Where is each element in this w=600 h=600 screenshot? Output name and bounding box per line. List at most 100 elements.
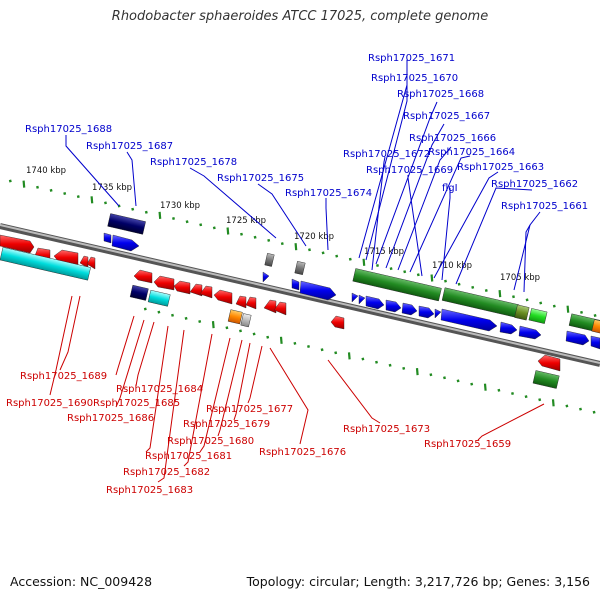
feature-rsph17025-1674[interactable] <box>291 278 300 291</box>
scale-tick <box>293 341 297 345</box>
gene-label-rsph17025-1684[interactable]: Rsph17025_1684 <box>116 384 203 395</box>
genome-backbone <box>0 223 600 367</box>
feature-rsph17025-1676[interactable] <box>263 299 277 314</box>
feature-rsph17025-1657[interactable] <box>565 330 590 346</box>
gene-label-rsph17025-1690[interactable]: Rsph17025_1690 <box>6 398 93 409</box>
gene-label-rsph17025-1689[interactable]: Rsph17025_1689 <box>20 371 107 382</box>
feature-rsph17025-1684b[interactable] <box>189 283 203 297</box>
feature-rsph17025-1674b[interactable] <box>299 280 337 301</box>
feature-rsph17025-1670[interactable] <box>358 294 366 305</box>
scale-tick <box>199 223 203 227</box>
feature-rsph17025-1672[interactable] <box>352 268 442 302</box>
scale-tick <box>416 273 420 277</box>
forward-features <box>103 213 600 350</box>
reverse-labels: Rsph17025_1689 Rsph17025_1684 Rsph17025_… <box>6 371 511 496</box>
kbp-label: 1735 kbp <box>92 183 132 193</box>
gene-label-rsph17025-1674[interactable]: Rsph17025_1674 <box>285 188 372 199</box>
feature-rsph17025-1688b[interactable] <box>111 234 140 252</box>
scale-tick <box>90 196 94 204</box>
feature-rsph17025-1680[interactable] <box>199 285 213 299</box>
scale-tick <box>511 392 514 395</box>
feature-rsph17025-1679[interactable] <box>213 289 233 305</box>
feature-flgi[interactable] <box>434 308 442 319</box>
feature-rsph17025-1681[interactable] <box>227 309 243 325</box>
feature-rsph17025-1656[interactable] <box>590 335 600 350</box>
feature-rsph17025-1663b[interactable] <box>499 321 518 335</box>
feature-rsph17025-1676b[interactable] <box>273 301 287 316</box>
gene-label-rsph17025-1670[interactable]: Rsph17025_1670 <box>371 73 458 84</box>
feature-rsph17025-1688[interactable] <box>103 232 112 244</box>
scale-tick <box>279 336 283 344</box>
gene-label-rsph17025-1683[interactable]: Rsph17025_1683 <box>106 485 193 496</box>
feature-rsph17025-1685[interactable] <box>153 275 175 291</box>
scale-tick <box>539 301 543 305</box>
gene-label-rsph17025-1663[interactable]: Rsph17025_1663 <box>457 162 544 173</box>
scale-tick <box>444 279 447 283</box>
feature-rsph17025-1678b[interactable] <box>262 271 270 283</box>
feature-rsph17025-1659[interactable] <box>537 354 561 372</box>
gene-label-rsph17025-1676[interactable]: Rsph17025_1676 <box>259 447 346 458</box>
feature-rsph17025-1677b[interactable] <box>245 296 257 310</box>
feature-rsph17025-1668[interactable] <box>385 299 402 313</box>
feature-rsph17025-1659b[interactable] <box>532 370 560 389</box>
gene-label-rsph17025-1673[interactable]: Rsph17025_1673 <box>343 424 430 435</box>
scale-tick <box>225 326 229 330</box>
gene-label-rsph17025-1679[interactable]: Rsph17025_1679 <box>183 419 270 430</box>
scale-tick <box>334 351 338 355</box>
gene-label-rsph17025-1686[interactable]: Rsph17025_1686 <box>67 413 154 424</box>
gene-label-rsph17025-1667[interactable]: Rsph17025_1667 <box>403 111 490 122</box>
gene-label-rsph17025-1677[interactable]: Rsph17025_1677 <box>206 404 293 415</box>
gene-label-rsph17025-1669[interactable]: Rsph17025_1669 <box>366 165 453 176</box>
feature-rsph17025-1661b[interactable] <box>518 325 542 340</box>
feature-rsph17025-1671[interactable] <box>351 292 359 303</box>
feature-rsph17025-1678[interactable] <box>264 253 275 267</box>
gene-label-rsph17025-1671[interactable]: Rsph17025_1671 <box>368 53 455 64</box>
feature-rsph17025-1686[interactable] <box>133 269 153 284</box>
gene-label-rsph17025-1678[interactable]: Rsph17025_1678 <box>150 157 237 168</box>
gene-label-rsph17025-1688[interactable]: Rsph17025_1688 <box>25 124 112 135</box>
gene-label-flgi[interactable]: flgI <box>442 183 458 194</box>
feature-rsph17025-1675[interactable] <box>294 261 306 275</box>
scale-tick <box>388 363 392 367</box>
feature-rsph17025-1677[interactable] <box>235 295 247 309</box>
scale-tick <box>239 329 242 333</box>
gene-label-rsph17025-1661[interactable]: Rsph17025_1661 <box>501 201 588 212</box>
feature-rsph17025-1685c[interactable] <box>147 289 171 307</box>
feature-rsph17025-1673[interactable] <box>330 315 345 330</box>
feature-rsph17025-1685b[interactable] <box>129 284 149 301</box>
feature-rsph17025-1669[interactable] <box>365 295 385 310</box>
scale-tick <box>321 251 325 255</box>
gene-label-rsph17025-1682[interactable]: Rsph17025_1682 <box>123 467 210 478</box>
feature-rsph17025-1661[interactable] <box>528 308 548 324</box>
forward-labels: Rsph17025_1671 Rsph17025_1670 Rsph17025_… <box>25 53 588 212</box>
gene-label-rsph17025-1680[interactable]: Rsph17025_1680 <box>167 436 254 447</box>
gene-label-rsph17025-1659[interactable]: Rsph17025_1659 <box>424 439 511 450</box>
gene-label-rsph17025-1662[interactable]: Rsph17025_1662 <box>491 179 578 190</box>
gene-label-rsph17025-1687[interactable]: Rsph17025_1687 <box>86 141 173 152</box>
scale-tick <box>484 289 488 292</box>
feature-rsph17025-1689d[interactable] <box>0 247 91 281</box>
scale-tick <box>552 304 556 308</box>
feature-rsph17025-1682[interactable] <box>240 313 252 328</box>
scale-tick <box>211 321 215 329</box>
feature-rsph17025-1666[interactable] <box>418 305 435 319</box>
scale-tick <box>403 270 407 274</box>
gene-label-rsph17025-1675[interactable]: Rsph17025_1675 <box>217 173 304 184</box>
scale-tick <box>212 226 216 230</box>
feature-rsph17025-1663[interactable] <box>440 308 498 332</box>
feature-rsph17025-1690[interactable] <box>0 234 35 254</box>
gene-label-rsph17025-1664[interactable]: Rsph17025_1664 <box>428 147 515 158</box>
feature-rsph17025-1667[interactable] <box>401 302 418 316</box>
gene-label-rsph17025-1666[interactable]: Rsph17025_1666 <box>409 133 496 144</box>
gene-label-rsph17025-1685[interactable]: Rsph17025_1685 <box>93 398 180 409</box>
gene-label-rsph17025-1681[interactable]: Rsph17025_1681 <box>145 451 232 462</box>
feature-rsph17025-1658[interactable] <box>591 319 600 334</box>
gene-label-rsph17025-1672[interactable]: Rsph17025_1672 <box>343 149 430 160</box>
feature-rsph17025-1662[interactable] <box>514 304 530 321</box>
feature-rsph17025-1684[interactable] <box>173 280 191 295</box>
feature-rsph17025-1689c[interactable] <box>86 256 96 270</box>
kbp-labels: 1740 kbp 1735 kbp 1730 kbp 1725 kbp 1720… <box>26 166 540 283</box>
gene-label-rsph17025-1668[interactable]: Rsph17025_1668 <box>397 89 484 100</box>
feature-rsph17025-1687[interactable] <box>107 213 146 235</box>
